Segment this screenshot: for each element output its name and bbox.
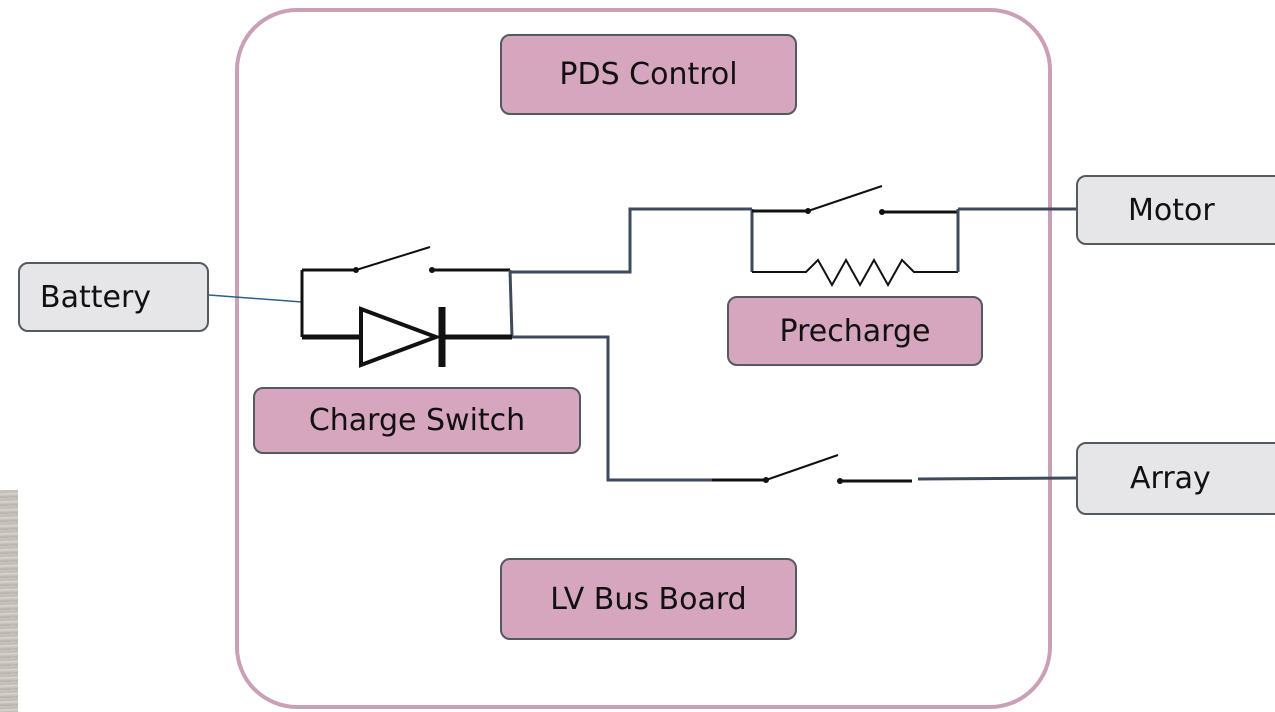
pds-control-label: PDS Control xyxy=(500,34,797,115)
precharge-circuit xyxy=(750,185,960,288)
charge-switch-circuit xyxy=(300,246,514,368)
motor-path-wire xyxy=(510,207,752,274)
charge-switch-label: Charge Switch xyxy=(253,387,581,454)
battery-wire xyxy=(208,294,303,303)
lv-bus-board-outline xyxy=(235,8,1052,709)
precharge-label: Precharge xyxy=(727,296,983,366)
wood-texture-decoration xyxy=(0,490,18,712)
motor-label: Motor xyxy=(1076,175,1275,245)
array-path-wire xyxy=(512,335,712,482)
lv-bus-board-label: LV Bus Board xyxy=(500,558,797,640)
array-label: Array xyxy=(1076,442,1275,515)
battery-label: Battery xyxy=(18,262,209,332)
array-wire xyxy=(917,476,1077,481)
array-switch xyxy=(712,454,912,484)
